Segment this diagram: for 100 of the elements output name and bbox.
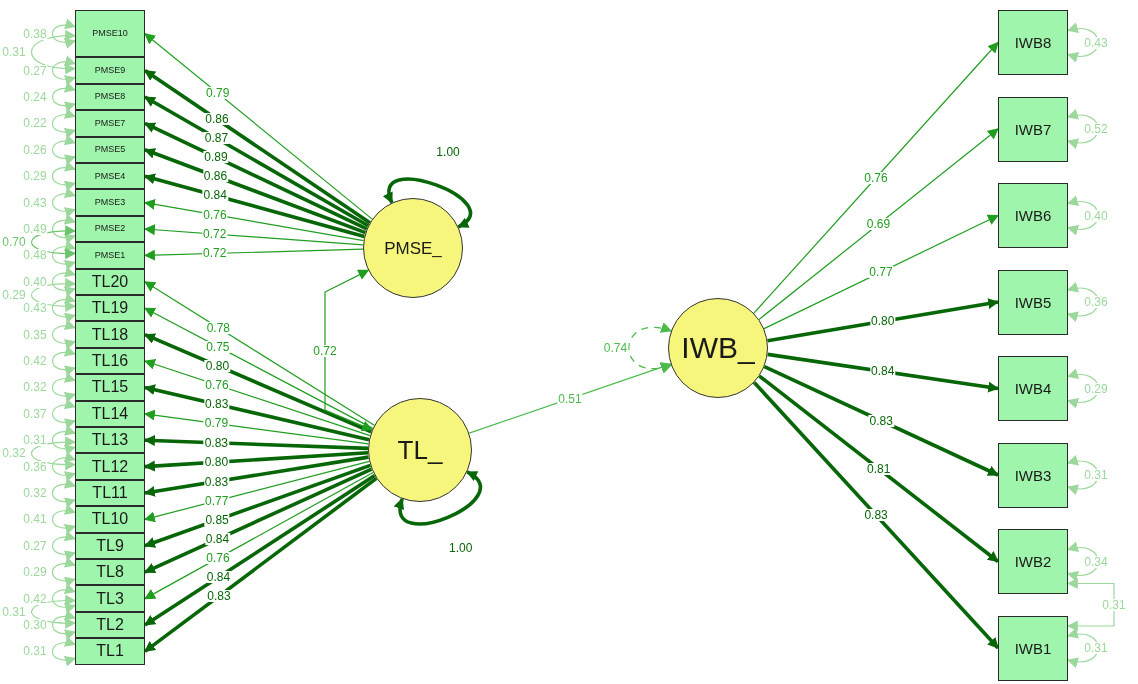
- arrow: [144, 33, 373, 220]
- edge-label: 0.83: [868, 414, 894, 427]
- edge-label: 0.52: [1083, 123, 1109, 135]
- indicator-box: [998, 356, 1068, 421]
- indicator-box: [998, 529, 1068, 594]
- edge-label: 0.49: [22, 223, 48, 235]
- indicator-box: [75, 347, 145, 375]
- arrow: [144, 307, 374, 429]
- self-loop-arrow: [1066, 109, 1099, 149]
- arrow: [30, 436, 77, 471]
- node-label: TL20: [91, 273, 129, 290]
- self-loop-arrow: [51, 19, 77, 49]
- edge-label: 0.27: [22, 539, 48, 552]
- node-label: IWB1: [1014, 640, 1052, 656]
- node-label: IWB8: [1014, 35, 1052, 50]
- self-loop-arrow: [51, 241, 77, 270]
- node-label: TL19: [91, 300, 129, 317]
- arrow: [143, 173, 365, 239]
- edge-label: 0.84: [205, 571, 232, 584]
- arrow: [143, 476, 378, 653]
- edge-label: 0.38: [22, 27, 48, 40]
- indicator-box: [75, 136, 145, 163]
- edge-label: 0.83: [863, 509, 889, 522]
- arrow: [143, 358, 371, 437]
- edge-label: 0.31: [1083, 642, 1109, 654]
- edge-label: 0.48: [22, 249, 48, 262]
- self-loop-arrow: [51, 293, 77, 323]
- indicator-box: [75, 57, 145, 84]
- indicator-box: [75, 83, 145, 111]
- latent-variable-circle: [368, 398, 472, 502]
- edge-label: 0.70: [1, 236, 27, 249]
- node-label: TL10: [91, 511, 129, 528]
- edge-label: 0.40: [22, 275, 48, 288]
- self-loop-arrow: [51, 505, 77, 534]
- node-label: IWB_: [681, 333, 755, 363]
- edge-label: 0.37: [22, 407, 48, 420]
- self-loop-arrow: [51, 161, 77, 191]
- edge-label: 0.32: [22, 487, 48, 499]
- arrow: [144, 332, 372, 434]
- self-loop-arrow: [384, 177, 472, 229]
- edge-label: 0.29: [22, 566, 48, 579]
- edge-label: 0.42: [22, 592, 48, 605]
- edge-label: 0.75: [205, 340, 231, 353]
- indicator-box: [75, 453, 145, 480]
- indicator-box: [998, 269, 1068, 335]
- self-loop-arrow: [51, 399, 77, 429]
- arrow: [767, 352, 1000, 393]
- node-label: IWB6: [1014, 208, 1052, 223]
- edge-label: 0.31: [1, 46, 27, 59]
- edge-label: 0.34: [1083, 555, 1109, 568]
- edge-label: 0.51: [557, 392, 583, 405]
- edge-label: 0.31: [1083, 469, 1109, 481]
- self-loop-arrow: [51, 452, 77, 481]
- edge-label: 0.78: [205, 321, 232, 334]
- edge-label: 1.00: [435, 145, 461, 158]
- indicator-box: [75, 479, 145, 507]
- indicator-box: [998, 615, 1068, 681]
- edge-label: 0.76: [205, 552, 231, 565]
- self-loop-arrow: [51, 478, 77, 508]
- indicator-box: [75, 638, 145, 665]
- indicator-box: [75, 295, 145, 322]
- self-loop-arrow: [51, 135, 77, 165]
- self-loop-arrow: [51, 109, 77, 138]
- node-label: TL3: [96, 590, 124, 607]
- arrow: [763, 365, 999, 477]
- indicator-box: [75, 585, 145, 612]
- indicator-box: [75, 110, 145, 137]
- node-label: TL_: [397, 437, 443, 463]
- indicator-box: [75, 506, 145, 533]
- indicator-box: [75, 321, 145, 348]
- edge-label: 0.69: [865, 218, 892, 231]
- arrow: [758, 374, 1000, 563]
- latent-variable-circle: [363, 198, 463, 298]
- node-label: TL14: [91, 405, 129, 422]
- node-label: PMSE10: [92, 29, 128, 39]
- edge-label: 0.41: [22, 513, 48, 526]
- indicator-box: [998, 96, 1068, 162]
- node-label: IWB2: [1014, 554, 1052, 569]
- arrow: [143, 460, 370, 523]
- arrow: [763, 214, 999, 330]
- indicator-box: [75, 427, 145, 454]
- edge-label: 0.42: [22, 355, 48, 367]
- edge-label: 0.83: [204, 398, 230, 411]
- edge-label: 0.36: [1083, 296, 1109, 308]
- edge-label: 0.83: [203, 475, 230, 488]
- node-label: PMSE4: [94, 171, 126, 181]
- node-label: IWB7: [1014, 121, 1052, 137]
- node-label: PMSE_: [384, 239, 442, 257]
- indicator-box: [75, 10, 145, 58]
- self-loop-arrow: [51, 373, 77, 402]
- node-label: TL1: [96, 643, 124, 660]
- edge-label: 0.30: [22, 619, 48, 631]
- node-label: TL13: [91, 432, 129, 449]
- node-label: TL9: [96, 537, 124, 554]
- arrow: [144, 281, 375, 426]
- self-loop-arrow: [51, 531, 77, 561]
- arrow: [753, 41, 999, 314]
- node-label: TL8: [96, 564, 124, 581]
- edge-label: 0.84: [204, 533, 231, 546]
- edge-label: 0.85: [204, 514, 230, 527]
